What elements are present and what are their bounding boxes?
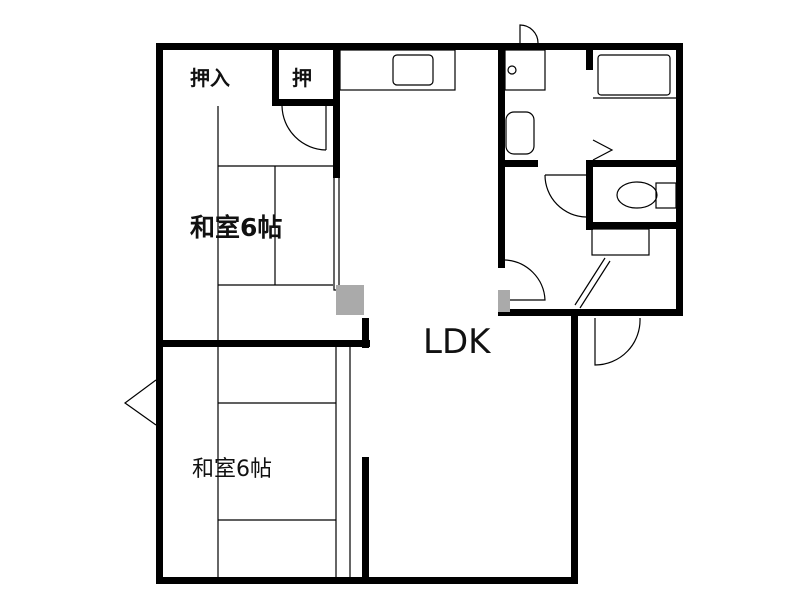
wash-basin (505, 111, 535, 155)
entrance-wall (498, 309, 528, 316)
kitchen-sink (392, 54, 434, 86)
window-room-ldk (333, 171, 340, 291)
kitchen-counter (339, 49, 456, 91)
toilet-bowl (616, 181, 658, 209)
toilet-wall-left (586, 160, 593, 230)
closet-wall-bottom (272, 99, 340, 106)
entrance-door (594, 317, 641, 366)
fixtures (339, 49, 677, 256)
bath-wall-bottom (505, 309, 683, 316)
ldk-label: LDK (423, 322, 491, 362)
walls (156, 43, 683, 584)
sliding-door (574, 257, 611, 309)
doors (123, 24, 641, 426)
drain (507, 65, 517, 75)
tatami-lines (217, 106, 351, 577)
window-bath (609, 43, 641, 50)
closet-large-label: 押入 (190, 66, 230, 90)
window-south-ldk (369, 577, 479, 584)
washroom-door (544, 174, 587, 218)
ldk-partition-upper (362, 318, 369, 348)
bath-wall-left (586, 43, 593, 70)
japanese-room-north-label: 和室6帖 (190, 213, 283, 242)
room-ldk-wall (333, 43, 340, 178)
bathtub (597, 54, 671, 96)
window-washroom (519, 43, 546, 50)
front-window-door (519, 24, 539, 44)
ldk-partition-lower (362, 457, 369, 582)
west-entry-marker (123, 379, 157, 426)
window-west (156, 127, 163, 237)
bath-wall-right (676, 43, 683, 316)
gray-marks (336, 285, 510, 315)
bath-toilet-wall (586, 160, 683, 167)
closet-door (281, 105, 327, 151)
room-divider (156, 340, 370, 347)
toilet-tank (655, 182, 677, 209)
washing-machine-space (504, 49, 546, 91)
outer-wall-left (156, 43, 163, 584)
shoe-cabinet (591, 228, 650, 256)
bath-door (592, 139, 614, 161)
window-kitchen (339, 43, 441, 50)
closet-divider (272, 43, 279, 106)
washroom-wall (498, 160, 538, 167)
closet-small-label: 押 (292, 66, 312, 90)
ldk-to-washroom-door (504, 259, 546, 301)
toilet-wall-bottom (586, 222, 683, 229)
outer-wall-top (156, 43, 683, 50)
window-south-room (164, 577, 274, 584)
wet-area-wall-left (498, 43, 505, 268)
ldk-wall-right (571, 312, 578, 584)
windows (156, 43, 641, 584)
japanese-room-south-label: 和室6帖 (192, 457, 272, 482)
